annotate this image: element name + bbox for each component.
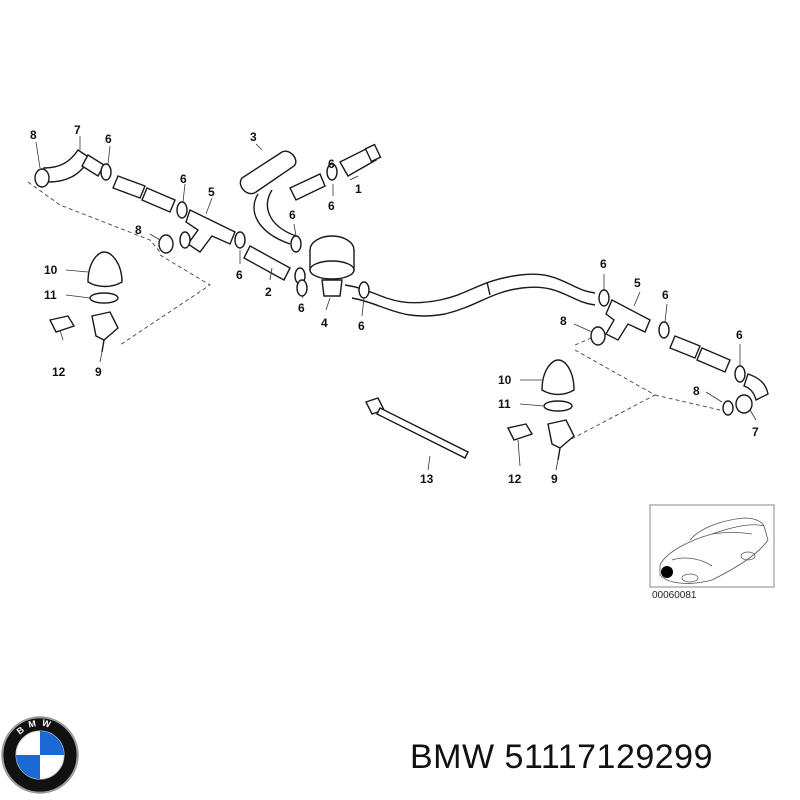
callout-label: 6 <box>180 172 187 186</box>
inset-thumbnail: 00060081 <box>649 504 775 601</box>
leader-lines <box>35 136 757 471</box>
clip-8 <box>34 168 50 188</box>
right-nozzle-assembly <box>506 359 575 461</box>
callout-label: 1 <box>355 182 362 196</box>
bracket-12 <box>506 423 534 441</box>
callout-label: 11 <box>498 397 511 411</box>
callout-label: 6 <box>236 268 243 282</box>
clamp-6 <box>296 279 308 297</box>
callout-label: 8 <box>30 128 37 142</box>
clamp-6 <box>290 235 302 253</box>
part-number-caption: BMW 51117129299 <box>410 738 713 776</box>
clamp-6 <box>734 365 746 383</box>
nozzle-cap-10 <box>87 251 123 288</box>
hose-piece <box>696 347 731 373</box>
callout-label: 11 <box>44 288 57 302</box>
callout-label: 6 <box>328 199 335 213</box>
main-hose <box>344 273 596 317</box>
t-connector-5 <box>605 299 651 341</box>
clamp-6 <box>326 163 338 181</box>
clamp-6 <box>176 201 188 219</box>
callout-label: 4 <box>321 316 328 330</box>
clamp-6 <box>658 321 670 339</box>
left-nozzle-assembly <box>48 251 123 353</box>
cable-tie-13 <box>365 397 469 459</box>
clamp-6 <box>100 163 112 181</box>
clamp-6 <box>179 231 191 249</box>
hose-piece <box>112 175 146 199</box>
callout-label: 7 <box>74 123 81 137</box>
callout-label: 6 <box>358 319 365 333</box>
clip-8 <box>735 394 753 414</box>
callout-label: 10 <box>498 373 512 387</box>
location-marker-icon <box>661 566 673 578</box>
right-hose-network <box>590 289 769 416</box>
nozzle-body-9 <box>547 419 575 449</box>
o-ring-11 <box>89 292 119 304</box>
clamp-6 <box>234 231 246 249</box>
clamp-6 <box>598 289 610 307</box>
callout-label: 6 <box>105 132 112 146</box>
hose-3 <box>239 150 297 195</box>
valve-4 <box>321 279 343 297</box>
callout-label: 9 <box>95 365 102 379</box>
callout-label: 8 <box>560 314 567 328</box>
callout-label: 7 <box>752 425 759 439</box>
nozzle-cap-10 <box>541 359 575 396</box>
o-ring-11 <box>543 400 573 412</box>
elbow-connector-7 <box>743 373 769 402</box>
nozzle-body-9 <box>91 311 119 341</box>
bracket-12 <box>48 315 76 333</box>
callout-label: 5 <box>634 276 641 290</box>
clamp-6 <box>358 281 370 299</box>
t-connector-5 <box>185 209 236 253</box>
callout-label: 6 <box>328 157 335 171</box>
clip-8 <box>590 326 606 346</box>
callout-label: 12 <box>508 472 522 486</box>
car-outline-icon <box>659 517 769 584</box>
callout-label: 12 <box>52 365 66 379</box>
callout-label: 6 <box>298 301 305 315</box>
callout-label: 3 <box>250 130 257 144</box>
inset-code: 00060081 <box>652 590 697 601</box>
callout-label: 6 <box>289 208 296 222</box>
left-hose-network <box>34 143 382 299</box>
callout-label: 6 <box>662 288 669 302</box>
callout-label: 8 <box>135 223 142 237</box>
bmw-logo: BMW BMW <box>1 716 79 794</box>
callouts: 8 7 6 6 5 8 3 6 1 6 6 6 2 6 4 6 10 11 12… <box>30 123 759 486</box>
callout-label: 9 <box>551 472 558 486</box>
clamp-6 <box>722 400 734 416</box>
callout-label: 10 <box>44 263 58 277</box>
callout-label: 6 <box>600 257 607 271</box>
callout-label: 13 <box>420 472 434 486</box>
callout-label: 2 <box>265 285 272 299</box>
callout-label: 5 <box>208 185 215 199</box>
callout-label: 8 <box>693 384 700 398</box>
hose-2 <box>243 245 291 281</box>
hose-piece <box>669 335 701 359</box>
hose-piece <box>141 187 176 213</box>
clip-8 <box>158 234 174 254</box>
callout-label: 6 <box>736 328 743 342</box>
